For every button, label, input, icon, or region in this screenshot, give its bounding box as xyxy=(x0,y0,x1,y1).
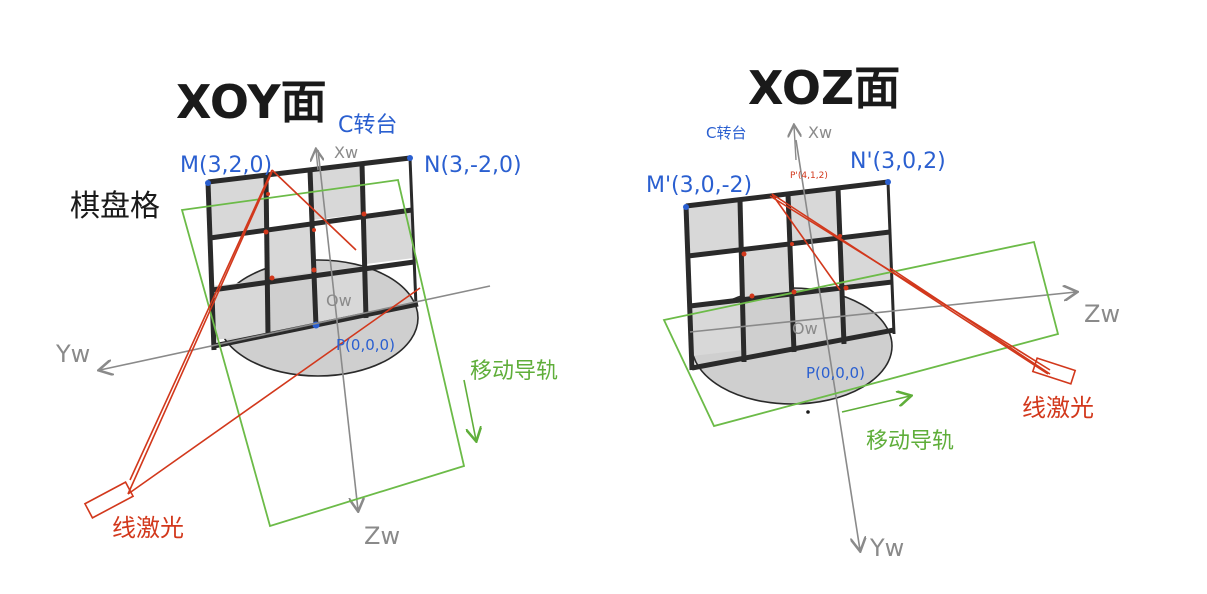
left-point-n-label: N(3,-2,0) xyxy=(424,153,522,178)
right-point-m-label: M'(3,0,-2) xyxy=(646,173,752,198)
right-rail-frame xyxy=(662,240,1060,428)
right-diagram: XOZ面 C转台 M'(3,0,-2) P'(4,1,2) N'(3,0,2) … xyxy=(646,61,1120,562)
right-laser-beams xyxy=(769,193,1077,385)
left-turntable-label: C转台 xyxy=(338,113,397,138)
right-point-n-label: N'(3,0,2) xyxy=(850,149,946,174)
left-axis-z xyxy=(317,149,358,510)
right-axis-z-label: Zw xyxy=(1084,300,1120,328)
left-rail-arrow xyxy=(463,379,476,440)
left-laser-label: 线激光 xyxy=(112,514,184,542)
right-axis-x-label: Xw xyxy=(808,123,832,142)
right-point-p-label: P(0,0,0) xyxy=(806,364,865,382)
right-rail-arrow xyxy=(841,396,910,413)
left-chessboard xyxy=(205,155,419,351)
left-axis-x xyxy=(316,150,318,171)
right-axis-x xyxy=(794,126,796,161)
left-rail-label: 移动导轨 xyxy=(470,359,558,384)
left-rail-frame xyxy=(180,178,466,528)
left-point-m-label: M(3,2,0) xyxy=(180,153,272,178)
left-title: XOY面 xyxy=(176,75,327,129)
right-axis-y-label: Yw xyxy=(869,534,904,562)
left-point-p-label: P(0,0,0) xyxy=(336,336,395,354)
right-point-p2-label: P'(4,1,2) xyxy=(790,171,828,181)
right-laser-label: 线激光 xyxy=(1022,394,1094,422)
right-axis-z xyxy=(689,292,1076,333)
right-rail-label: 移动导轨 xyxy=(866,429,954,454)
left-diagram: XOY面 C转台 M(3,2,0) N(3,-2,0) P(0,0,0) Ow … xyxy=(55,75,558,550)
left-origin-label: Ow xyxy=(326,291,352,310)
left-axis-y-label: Yw xyxy=(55,340,90,368)
right-turntable-label: C转台 xyxy=(706,124,746,142)
left-axis-z-label: Zw xyxy=(364,522,400,550)
right-origin-label: Ow xyxy=(792,319,818,338)
left-chessboard-label: 棋盘格 xyxy=(70,189,160,224)
left-laser-beams xyxy=(83,169,421,519)
left-axis-x-label: Xw xyxy=(334,143,358,162)
right-axis-y xyxy=(795,139,860,550)
right-title: XOZ面 xyxy=(748,61,900,115)
